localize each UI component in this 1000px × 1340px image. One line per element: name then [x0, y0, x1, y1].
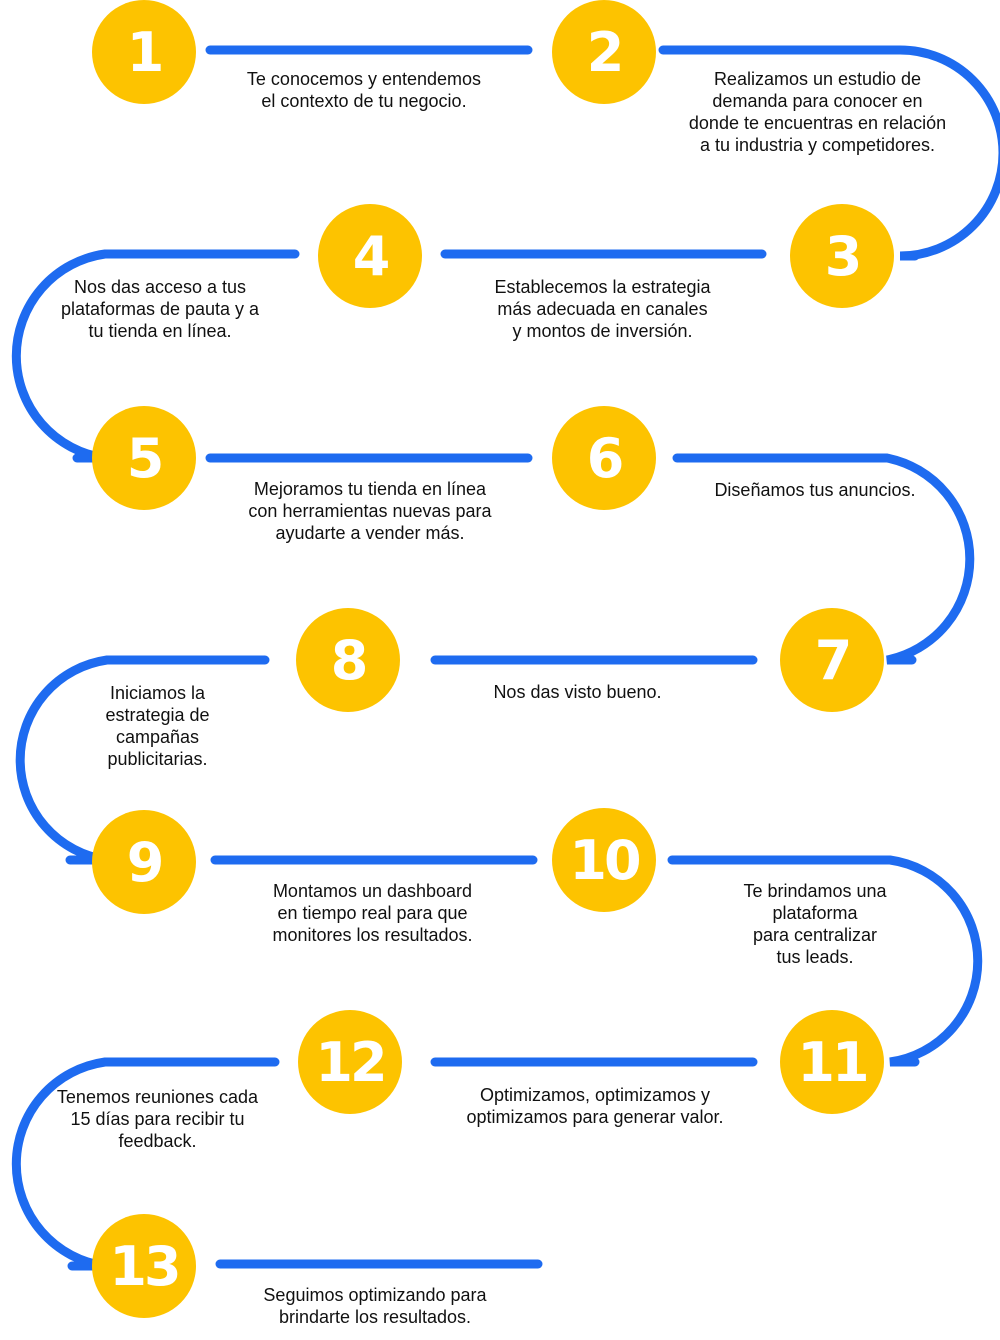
- step-7-number: 7: [814, 628, 853, 692]
- connector-4-5: [11, 249, 300, 463]
- step-12-description: Tenemos reuniones cada 15 días para reci…: [56, 1087, 259, 1151]
- step-6-circle: 6: [552, 406, 656, 510]
- step-4-description: Nos das acceso a tus plataformas de paut…: [60, 277, 260, 341]
- connector-6-7: [672, 453, 975, 665]
- step-1-number: 1: [126, 20, 165, 84]
- step-8-description: Iniciamos la estrategia de campañas publ…: [105, 683, 210, 769]
- step-7-circle: 7: [780, 608, 884, 712]
- step-13-description: Seguimos optimizando para brindarte los …: [263, 1285, 487, 1327]
- connector-8-9: [15, 655, 270, 865]
- step-9-description: Montamos un dashboard en tiempo real par…: [272, 881, 473, 945]
- step-11-circle: 11: [780, 1010, 884, 1114]
- step-5-number: 5: [126, 426, 165, 490]
- step-2-number: 2: [586, 20, 625, 84]
- step-5-circle: 5: [92, 406, 196, 510]
- step-1-description: Te conocemos y entendemos el contexto de…: [246, 69, 482, 111]
- step-8-circle: 8: [296, 608, 400, 712]
- step-2-circle: 2: [552, 0, 656, 104]
- step-9-circle: 9: [92, 810, 196, 914]
- step-4-circle: 4: [318, 204, 422, 308]
- step-3-number: 3: [824, 224, 863, 288]
- step-2-description: Realizamos un estudio de demanda para co…: [688, 69, 947, 155]
- step-3-circle: 3: [790, 204, 894, 308]
- step-11-description: Optimizamos, optimizamos y optimizamos p…: [466, 1085, 724, 1127]
- step-8-number: 8: [330, 628, 369, 692]
- step-13-circle: 13: [92, 1214, 196, 1318]
- step-12-circle: 12: [298, 1010, 402, 1114]
- step-10-number: 10: [569, 828, 641, 892]
- step-6-number: 6: [586, 426, 625, 490]
- step-10-circle: 10: [552, 808, 656, 912]
- step-13-number: 13: [109, 1234, 181, 1298]
- step-4-number: 4: [352, 224, 391, 288]
- step-7-description: Nos das visto bueno.: [493, 682, 662, 702]
- step-11-number: 11: [797, 1030, 869, 1094]
- connector-2-3: [658, 45, 1000, 261]
- step-3-description: Establecemos la estrategia más adecuada …: [494, 277, 711, 341]
- step-12-number: 12: [315, 1030, 387, 1094]
- step-5-description: Mejoramos tu tienda en línea con herrami…: [248, 479, 492, 543]
- connector-10-11: [667, 855, 983, 1067]
- step-9-number: 9: [126, 830, 165, 894]
- connector-12-13: [11, 1057, 280, 1271]
- step-6-description: Diseñamos tus anuncios.: [714, 480, 916, 500]
- step-1-circle: 1: [92, 0, 196, 104]
- step-10-description: Te brindamos una plataforma para central…: [743, 881, 887, 967]
